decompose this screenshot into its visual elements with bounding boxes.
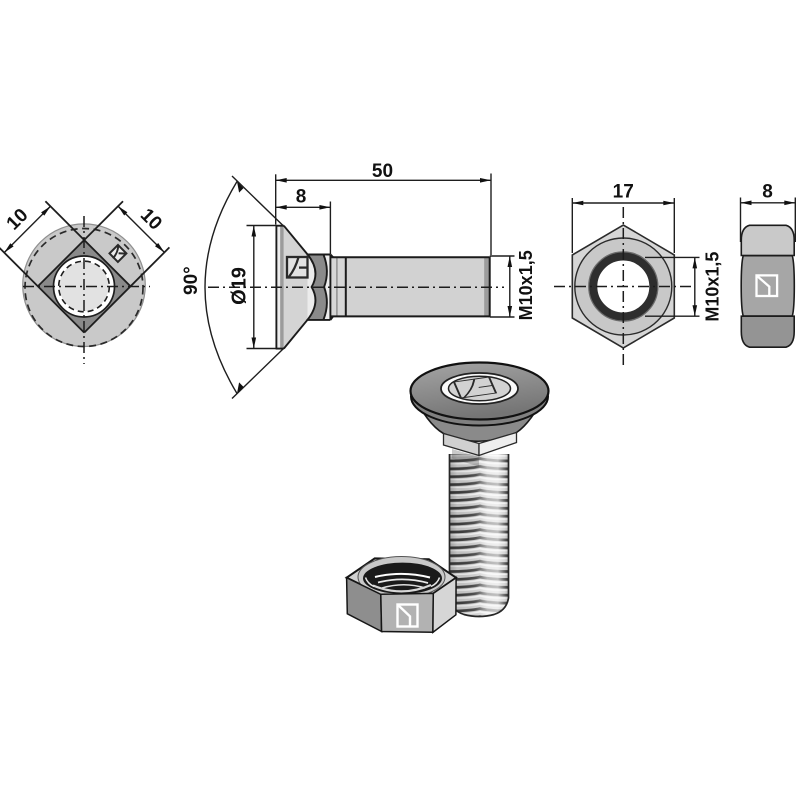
svg-text:50: 50 — [372, 161, 393, 182]
svg-text:M10x1,5: M10x1,5 — [702, 252, 722, 322]
svg-text:17: 17 — [613, 182, 634, 203]
svg-text:Ø19: Ø19 — [229, 267, 251, 305]
svg-text:M10x1,5: M10x1,5 — [516, 250, 536, 320]
svg-text:90°: 90° — [181, 266, 202, 295]
svg-text:8: 8 — [296, 186, 307, 207]
svg-text:8: 8 — [762, 181, 773, 202]
